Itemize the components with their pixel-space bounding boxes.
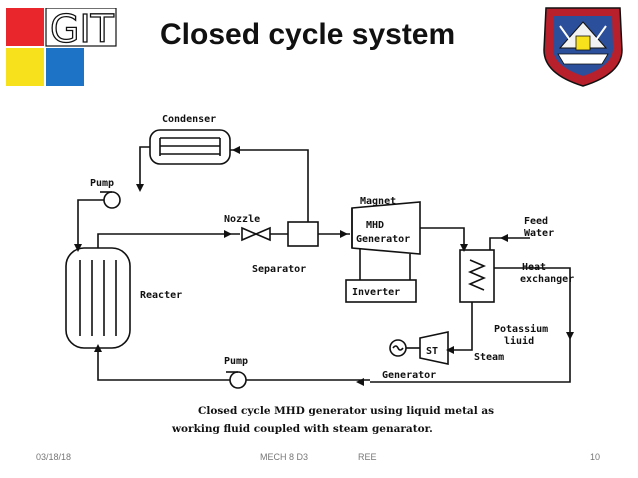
git-logo: GIT	[6, 8, 117, 86]
label-pump-top: Pump	[90, 178, 114, 189]
label-reacter: Reacter	[140, 290, 182, 301]
diagram-caption-line2: working fluid coupled with steam genarat…	[171, 423, 433, 435]
label-potassium: Potassium	[494, 323, 548, 335]
label-inverter: Inverter	[352, 287, 400, 298]
label-st: ST	[426, 346, 438, 357]
label-mhd: MHD	[366, 220, 384, 231]
label-separator: Separator	[252, 264, 306, 275]
svg-text:GIT: GIT	[50, 8, 115, 51]
label-nozzle: Nozzle	[224, 214, 260, 225]
university-seal-logo	[543, 7, 623, 87]
footer-date: 03/18/18	[36, 452, 72, 462]
label-condenser: Condenser	[162, 114, 216, 125]
label-steam: Steam	[474, 352, 504, 363]
slide-title: Closed cycle system	[160, 18, 456, 51]
label-exchanger: exchanger	[520, 274, 574, 285]
footer-dept: REE	[358, 452, 377, 462]
label-generator-mhd: Generator	[356, 234, 410, 245]
footer-course: MECH 8 D3	[260, 452, 309, 462]
label-water: Water	[524, 228, 554, 239]
closed-cycle-mhd-diagram: Condenser Pump Nozzle Separator Magnet M…	[65, 114, 574, 435]
footer-page-number: 10	[590, 452, 601, 462]
label-liuid: liuid	[504, 335, 534, 347]
label-pump-bottom: Pump	[224, 356, 248, 367]
label-heat: Heat	[522, 262, 546, 273]
label-feed: Feed	[524, 216, 548, 227]
diagram-caption-line1: Closed cycle MHD generator using liquid …	[198, 405, 494, 417]
label-generator-st: Generator	[382, 370, 436, 381]
label-magnet: Magnet	[360, 196, 396, 207]
